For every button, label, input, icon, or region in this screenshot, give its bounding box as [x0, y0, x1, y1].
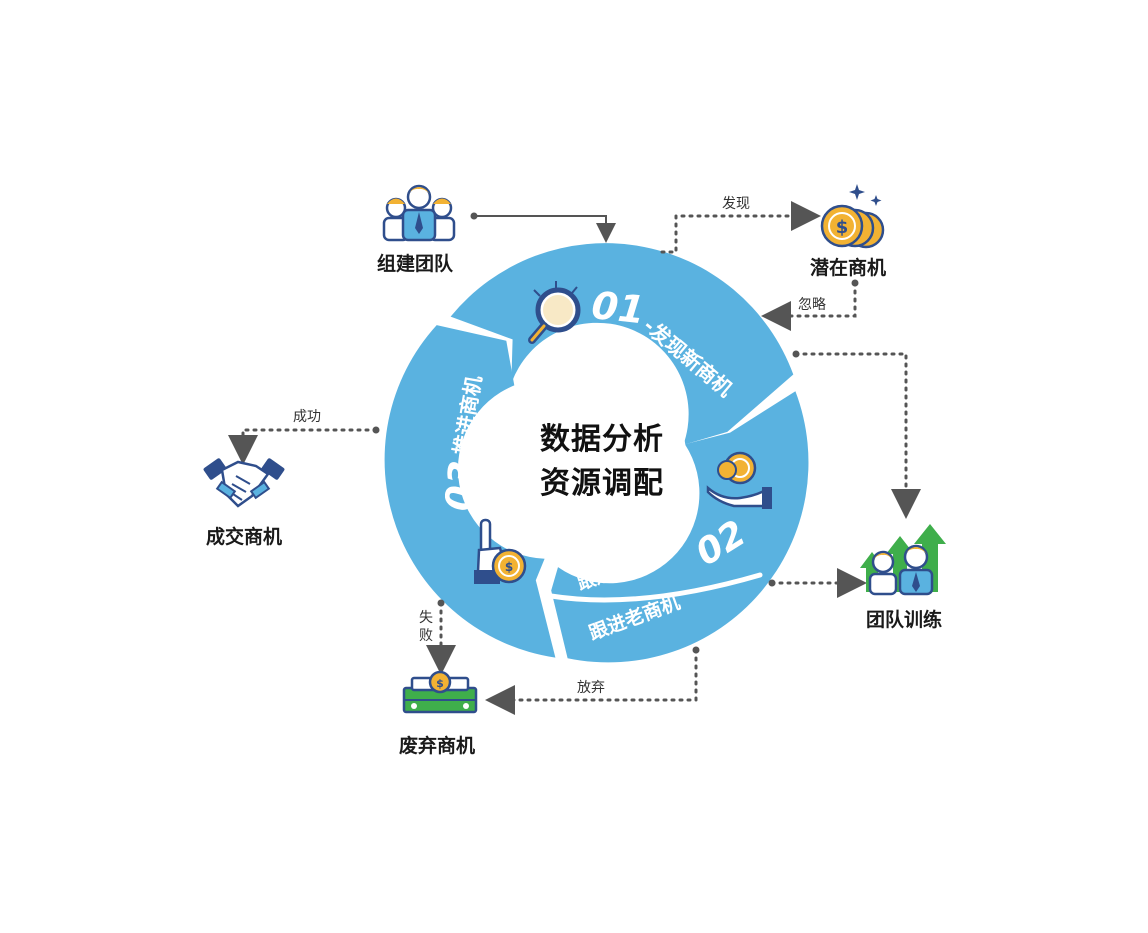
edge-abandon [485, 646, 700, 715]
edge-label-discover: 发现 [722, 196, 750, 212]
node-label-team-build: 组建团队 [377, 253, 454, 275]
edge-label-fail: 失败 [419, 610, 433, 644]
edge-label-success: 成功 [293, 409, 321, 425]
edge-success [228, 426, 380, 465]
segment-03-number: 03 [438, 459, 484, 513]
svg-text:$: $ [436, 677, 444, 690]
hand-coins-icon [706, 451, 772, 509]
handshake-icon [203, 458, 285, 508]
edge-label-abandon: 放弃 [577, 680, 605, 696]
money-bill-icon: $ [402, 670, 478, 714]
edge-discover [660, 201, 821, 254]
svg-text:$: $ [836, 217, 849, 238]
edge-label-ignore: 忽略 [798, 297, 826, 313]
node-label-deal: 成交商机 [206, 526, 283, 548]
team-icon [382, 184, 456, 242]
node-label-potential: 潜在商机 [810, 257, 887, 279]
coins-icon: $ [820, 184, 885, 249]
node-label-training: 团队训练 [866, 609, 943, 631]
segment-02-divider [548, 572, 763, 603]
node-label-abandoned: 废弃商机 [399, 735, 476, 757]
pointing-hand-coin-icon: $ [474, 518, 527, 584]
center-disk [510, 367, 686, 543]
team-growth-icon [860, 524, 946, 596]
center-line-2: 资源调配 [540, 466, 664, 501]
center-line-1: 数据分析 [540, 422, 664, 457]
edge-team-to-ring [470, 212, 616, 243]
edge-ignore [761, 279, 859, 331]
segment-01-number: 01 [590, 283, 647, 332]
svg-text:$: $ [505, 560, 513, 574]
edge-fail [426, 599, 456, 675]
edge-ring-to-training-top [792, 350, 921, 519]
magnifier-icon [528, 281, 581, 344]
edge-ring-to-training-side [768, 568, 867, 598]
